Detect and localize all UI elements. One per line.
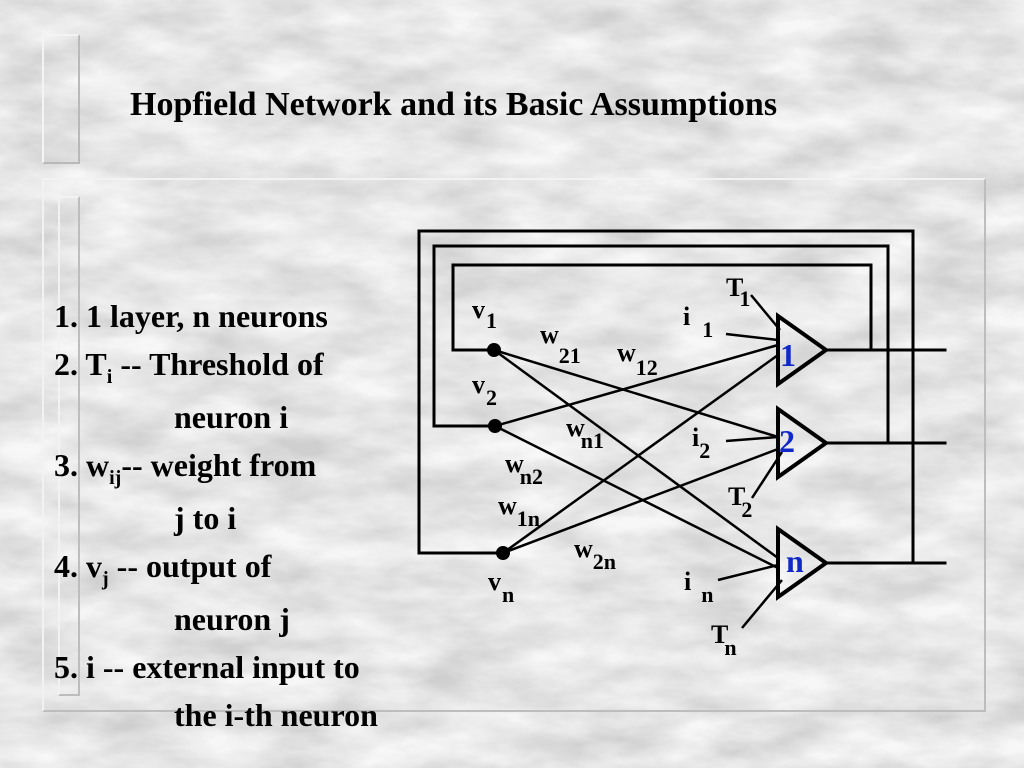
label-vn-base: v: [488, 567, 501, 596]
label-w21: w21: [540, 320, 581, 368]
label-w2n-sub: 2n: [593, 549, 616, 574]
assumption-2-prefix: 2. T: [54, 346, 107, 382]
assumption-3-rest: -- weight from: [121, 447, 317, 483]
assumption-5-text: 5. i -- external input to: [54, 649, 360, 685]
assumption-3-prefix: 3. w: [54, 447, 110, 483]
weight-line-v1-n: [493, 348, 779, 560]
label-Tn-base: T: [711, 620, 728, 649]
neuron-2-triangle: [776, 405, 830, 481]
label-v2-base: v: [472, 370, 485, 399]
label-wn1: wn1: [566, 413, 604, 453]
label-T1-base: T: [726, 273, 743, 302]
weight-line-v1-2: [493, 348, 779, 439]
assumption-4-sub: j: [102, 568, 109, 590]
label-Tn-sub: n: [724, 635, 736, 660]
label-v1-sub: 1: [486, 308, 497, 333]
label-i2-sub: 2: [699, 438, 710, 463]
weight-line-v2-1: [494, 343, 779, 428]
label-T1: T1: [726, 273, 750, 311]
assumption-5-cont: the i-th neuron: [174, 697, 378, 733]
label-w1n-base: w: [498, 491, 517, 520]
assumption-4: 4. vj -- output of: [54, 542, 378, 595]
assumption-2: 2. Ti -- Threshold of: [54, 340, 378, 393]
content-frame: [42, 178, 986, 712]
input-line-i2: [725, 435, 779, 443]
neuron-n-triangle: [776, 525, 830, 601]
feedback-wire-n: [417, 229, 915, 565]
label-T2: T2: [728, 482, 752, 522]
assumption-5: 5. i -- external input to: [54, 643, 378, 691]
label-wn2-base: w: [505, 449, 524, 478]
page-title: Hopfield Network and its Basic Assumptio…: [130, 86, 778, 123]
feedback-wire-2: [432, 244, 890, 445]
weight-line-vn-1: [502, 353, 779, 555]
assumption-4-prefix: 4. v: [54, 548, 102, 584]
label-v1-base: v: [472, 295, 485, 324]
label-in-base: i: [684, 567, 691, 596]
neuron-1-label: 1: [780, 337, 796, 373]
input-line-in: [717, 563, 779, 582]
weight-line-vn-2: [502, 447, 779, 555]
label-w2n: w2n: [574, 534, 616, 574]
label-v1: v1: [472, 295, 497, 333]
label-wn1-sub: n1: [581, 428, 604, 453]
assumption-3-sub: ij: [109, 467, 122, 489]
threshold-line-t1: [750, 294, 781, 331]
node-vn: [496, 546, 510, 560]
label-in-sub: n: [701, 582, 713, 607]
label-w1n-sub: 1n: [517, 506, 540, 531]
assumption-1: 1. 1 layer, n neurons: [54, 292, 378, 340]
label-w2n-base: w: [574, 534, 593, 563]
label-v2-sub: 2: [486, 385, 497, 410]
assumption-3: 3. wij-- weight from: [54, 441, 378, 494]
label-w1n: w1n: [498, 491, 540, 531]
label-i2-base: i: [692, 423, 699, 452]
label-w21-sub: 21: [559, 343, 581, 368]
label-i2: i2: [692, 423, 710, 463]
label-Tn: Tn: [711, 620, 737, 660]
assumption-4-cont: neuron j: [174, 601, 290, 637]
neuron-2-label: 2: [779, 423, 795, 459]
neuron-n-label: n: [786, 543, 804, 579]
assumption-3-cont: j to i: [174, 500, 237, 536]
feedback-wire-1: [451, 263, 873, 352]
label-i1-sub: 1: [702, 317, 713, 342]
node-v1: [487, 343, 501, 357]
label-w12-sub: 12: [636, 355, 658, 380]
input-line-i1: [725, 332, 779, 342]
weight-line-v2-n: [494, 424, 779, 570]
label-T2-base: T: [728, 482, 745, 511]
label-v2: v2: [472, 370, 497, 410]
neuron-1-triangle: [776, 312, 830, 388]
label-i1-base: i: [683, 302, 690, 331]
label-w21-base: w: [540, 320, 559, 349]
assumption-1-text: 1. 1 layer, n neurons: [54, 298, 328, 334]
assumption-2-sub: i: [106, 366, 113, 388]
threshold-line-tn: [741, 579, 783, 629]
assumption-4-rest: -- output of: [108, 548, 272, 584]
label-T2-sub: 2: [741, 497, 752, 522]
label-wn2: wn2: [505, 449, 543, 489]
content-frame-tab: [58, 196, 80, 696]
label-wn1-base: w: [566, 413, 585, 442]
node-v2: [488, 419, 502, 433]
title-frame: [42, 34, 80, 164]
label-vn-sub: n: [502, 582, 514, 607]
label-vn: vn: [488, 567, 514, 607]
assumption-2-cont: neuron i: [174, 399, 289, 435]
assumptions-list: 1. 1 layer, n neurons 2. Ti -- Threshold…: [54, 292, 378, 739]
label-w12-base: w: [617, 338, 636, 367]
label-wn2-sub: n2: [520, 464, 543, 489]
label-T1-sub: 1: [739, 286, 750, 311]
assumption-2-rest: -- Threshold of: [112, 346, 324, 382]
label-w12: w12: [617, 338, 658, 380]
